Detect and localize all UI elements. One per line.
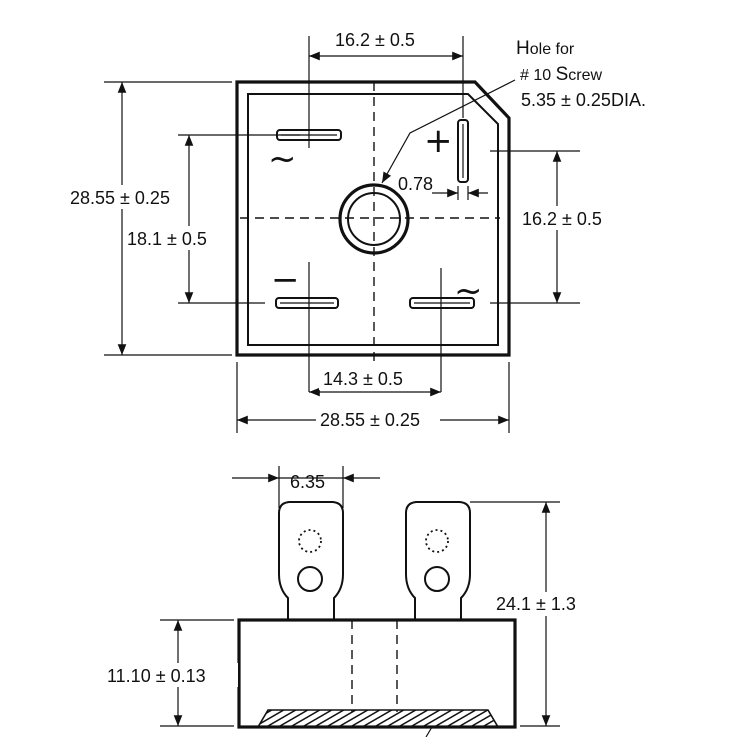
dim-bottom-pin-spacing: 14.3 ± 0.5 xyxy=(323,369,403,389)
terminal-right xyxy=(405,501,471,620)
label-bg xyxy=(124,226,234,250)
dim-body-height-side: 11.10 ± 0.13 xyxy=(107,666,206,686)
side-view: 6.35 24.1 ± 1.3 11.10 ± 0.13 xyxy=(104,466,603,737)
dim-body-width: 28.55 ± 0.25 xyxy=(320,410,420,430)
dim-left-pin-spacing: 18.1 ± 0.5 xyxy=(127,229,207,249)
terminal-pad-plus xyxy=(457,119,469,183)
label-bg xyxy=(66,185,188,209)
label-bg xyxy=(316,408,440,432)
mounting-hole-outer xyxy=(338,183,410,255)
plus-mark: + xyxy=(424,121,453,161)
label-bg xyxy=(319,366,429,390)
label-bg xyxy=(330,28,438,52)
base-leader xyxy=(425,726,433,737)
hole-leader xyxy=(381,79,516,184)
hatched-base xyxy=(256,709,500,728)
dim-pin-width: 0.78 xyxy=(398,174,433,194)
label-bg xyxy=(493,592,603,616)
hole-note-line-2: # 10 Screw xyxy=(520,64,603,85)
minus-mark: − xyxy=(271,260,300,300)
dim-right-pin-spacing: 16.2 ± 0.5 xyxy=(522,209,602,229)
terminal-right-upper-hole xyxy=(425,529,449,553)
terminal-pad-minus xyxy=(275,297,339,309)
dim-top-pin-spacing: 16.2 ± 0.5 xyxy=(335,30,415,50)
mounting-hole-inner xyxy=(347,192,401,246)
ac-mark-top-left: ~ xyxy=(268,139,297,179)
hole-note-line-3: 5.35 ± 0.25DIA. xyxy=(521,90,646,110)
terminal-right-lower-hole xyxy=(424,566,450,592)
ac-mark-bottom-right: ~ xyxy=(454,271,483,311)
terminal-left-upper-hole xyxy=(298,529,322,553)
hole-note-line-1: Hole for xyxy=(516,38,575,59)
top-view: ~ + − ~ 16.2 ± 0.5 28.55 ± 0.25 18.1 ± 0… xyxy=(66,28,646,433)
terminal-pad-ac-bottom xyxy=(409,297,475,309)
terminal-left-lower-hole xyxy=(297,566,323,592)
dim-body-height: 28.55 ± 0.25 xyxy=(70,188,170,208)
dim-terminal-width: 6.35 xyxy=(290,472,325,492)
label-bg xyxy=(518,206,626,230)
body-outline xyxy=(235,80,511,357)
terminal-left xyxy=(278,501,344,620)
dim-total-height: 24.1 ± 1.3 xyxy=(496,594,576,614)
label-bg xyxy=(104,663,238,687)
